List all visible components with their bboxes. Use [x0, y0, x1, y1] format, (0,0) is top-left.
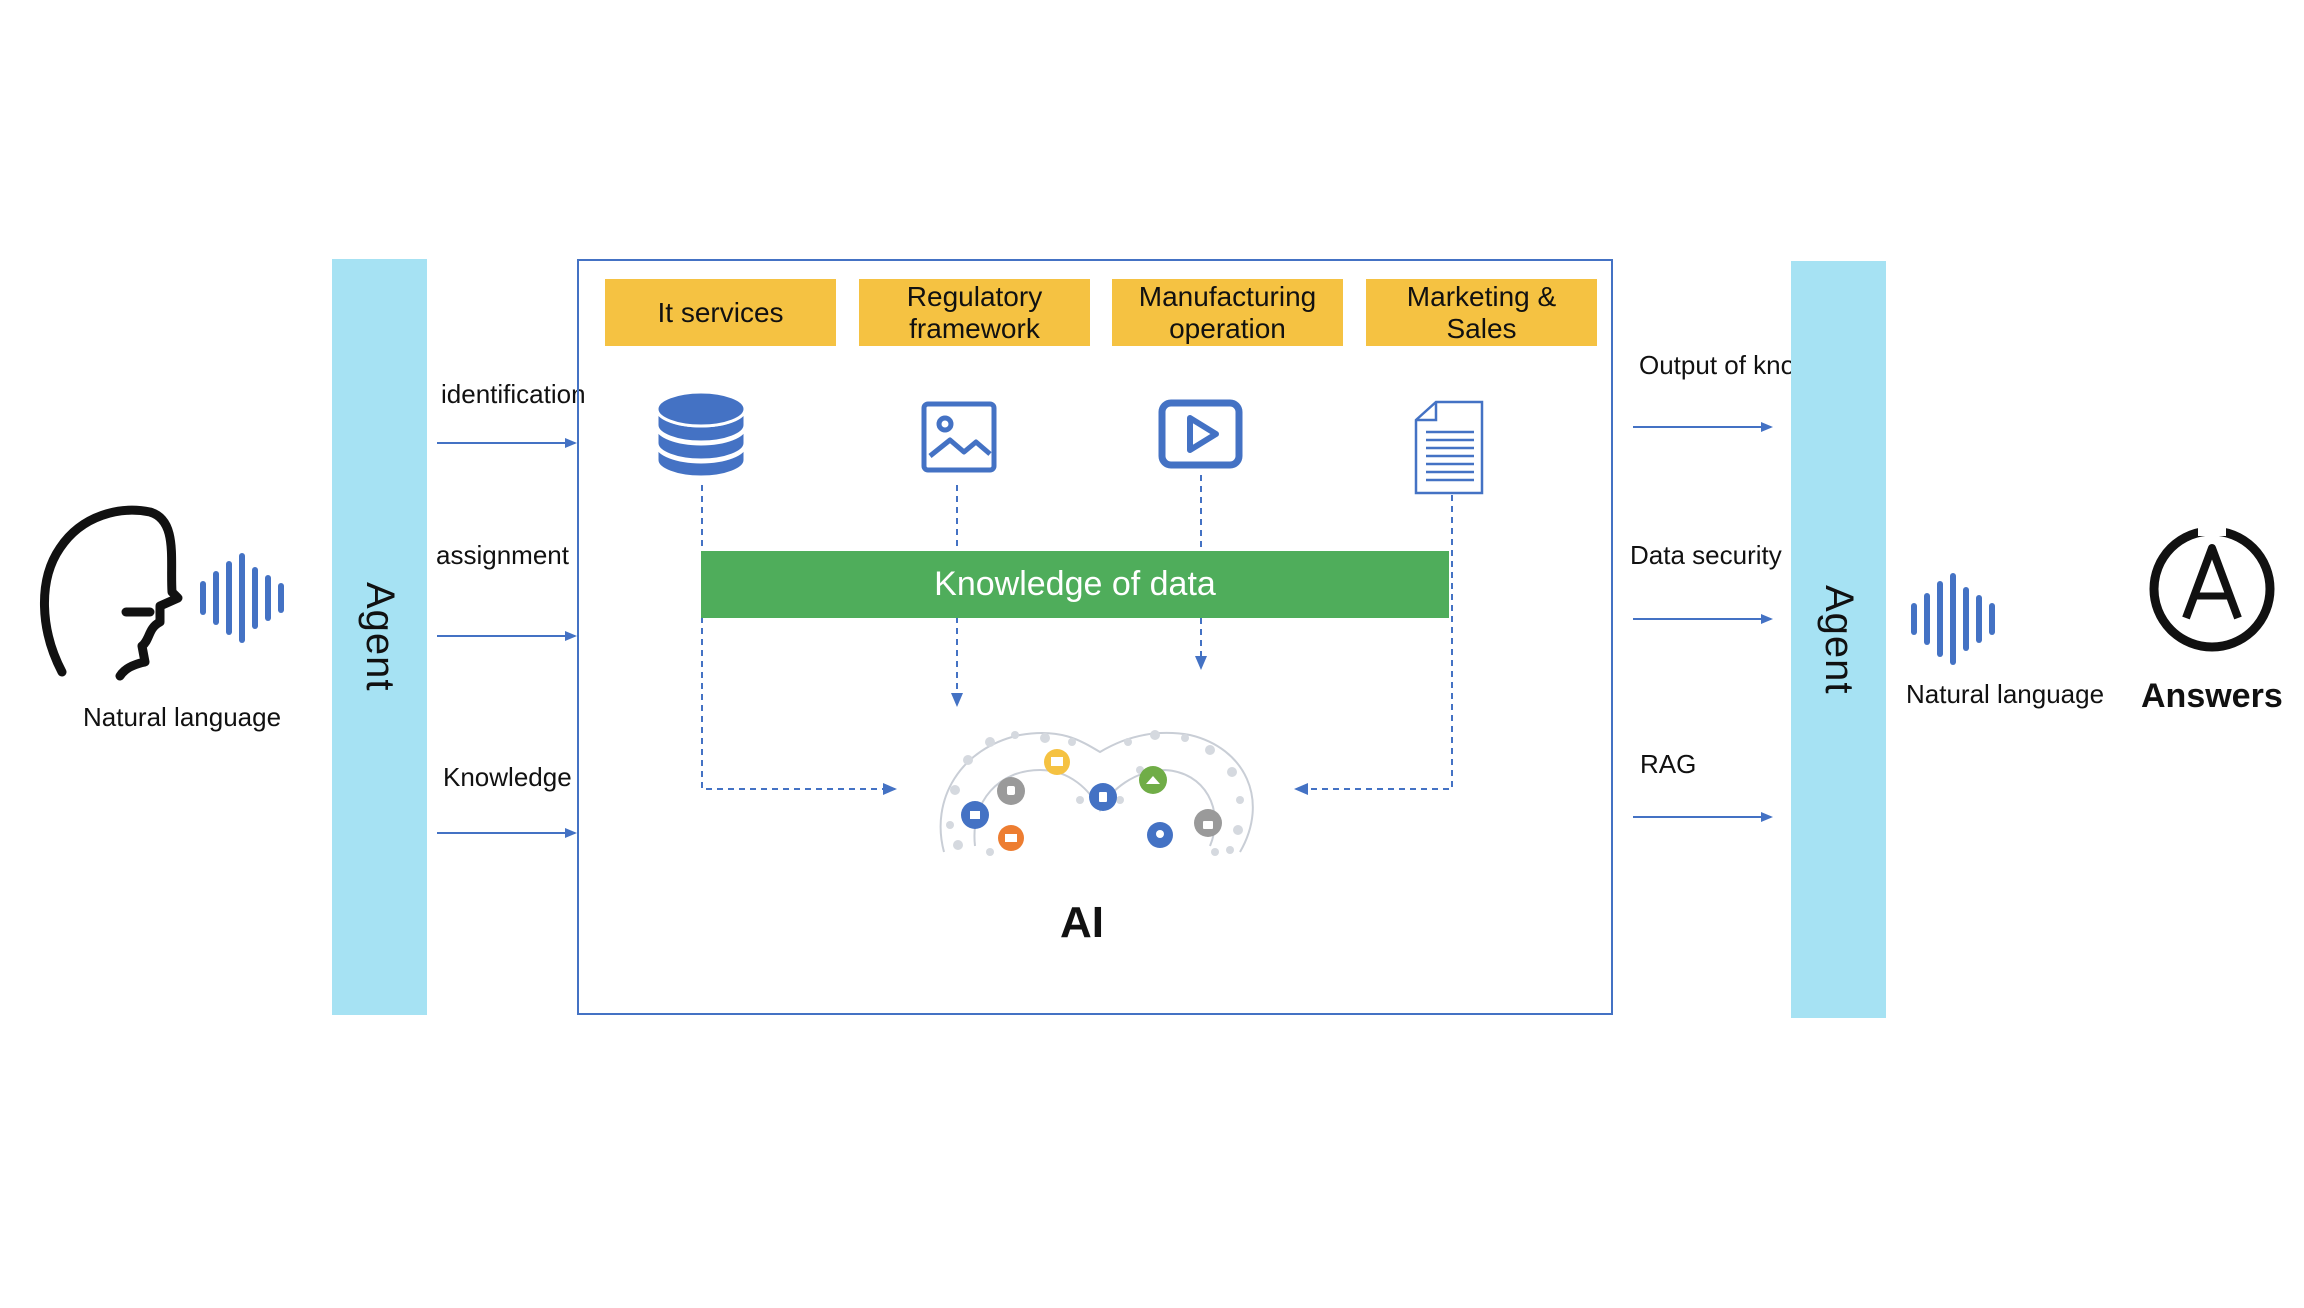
- document-icon: [1414, 400, 1484, 495]
- dashed-connector-doc: [1298, 495, 1453, 790]
- head-icon: [40, 505, 183, 681]
- category-manufacturing-operation: Manufacturing operation: [1112, 279, 1343, 346]
- video-play-icon: [1158, 399, 1243, 469]
- right-agent-label: Agent: [1817, 584, 1861, 695]
- knowledge-label: Knowledge: [443, 762, 572, 792]
- sound-wave-icon-right: [1911, 573, 1995, 665]
- category-it-services: It services: [605, 279, 836, 346]
- data-security-label: Data security: [1630, 540, 1782, 570]
- image-icon: [921, 401, 997, 473]
- ai-cluster-graphic: [939, 730, 1254, 856]
- sound-wave-icon-left: [200, 553, 284, 643]
- knowledge-of-data-bar: Knowledge of data: [701, 551, 1449, 618]
- category-marketing-sales: Marketing & Sales: [1366, 279, 1597, 346]
- left-agent-label: Agent: [358, 582, 402, 692]
- ai-label: AI: [1060, 898, 1104, 947]
- right-agent-bar: Agent: [1791, 261, 1886, 1018]
- identification-label: identification: [441, 379, 586, 409]
- left-natural-language-label: Natural language: [83, 702, 282, 732]
- right-natural-language-label: Natural language: [1906, 679, 2105, 709]
- assignment-label: assignment: [436, 540, 569, 570]
- left-agent-bar: Agent: [332, 259, 427, 1015]
- answers-label: Answers: [2141, 677, 2283, 715]
- center-knowledge-box: [577, 259, 1613, 1015]
- rag-label: RAG: [1640, 749, 1697, 779]
- answers-logo-icon: [2149, 520, 2275, 652]
- database-icon: [655, 390, 747, 479]
- category-regulatory-framework: Regulatory framework: [859, 279, 1090, 346]
